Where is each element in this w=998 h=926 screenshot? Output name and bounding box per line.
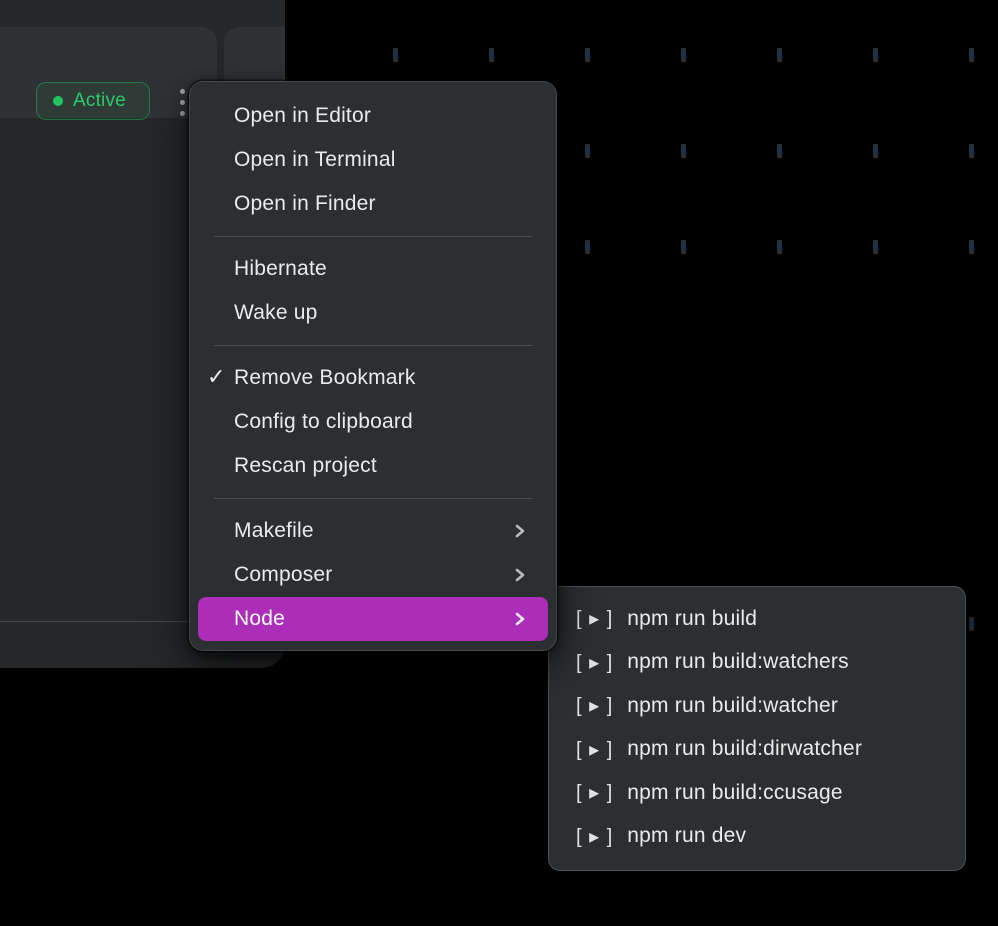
run-script-icon: [ ▸ ] — [576, 695, 614, 718]
canvas-dash-icon — [585, 240, 590, 254]
menu-item-label: Config to clipboard — [234, 410, 413, 433]
canvas-dash-icon — [873, 240, 878, 254]
canvas-dash-icon — [969, 240, 974, 254]
menu-item-remove-bookmark[interactable]: ✓ Remove Bookmark — [198, 356, 548, 400]
menu-item-hibernate[interactable]: Hibernate — [198, 247, 548, 291]
menu-item-label: Open in Terminal — [234, 148, 396, 171]
submenu-item-label: npm run build — [627, 606, 758, 630]
kebab-icon — [179, 88, 185, 94]
menu-item-label: Makefile — [234, 519, 314, 542]
menu-item-rescan-project[interactable]: Rescan project — [198, 444, 548, 488]
canvas-dash-icon — [777, 144, 782, 158]
submenu-item-npm-run-build[interactable]: [ ▸ ] npm run build — [557, 597, 957, 641]
canvas-dash-icon — [969, 144, 974, 158]
menu-separator — [214, 236, 532, 237]
status-dot-icon — [53, 96, 63, 106]
canvas-dash-icon — [873, 144, 878, 158]
canvas-dash-icon — [489, 48, 494, 62]
panel-divider — [0, 621, 285, 622]
canvas-dash-icon — [969, 617, 974, 631]
submenu-item-npm-run-build-dirwatcher[interactable]: [ ▸ ] npm run build:dirwatcher — [557, 728, 957, 772]
menu-item-open-in-terminal[interactable]: Open in Terminal — [198, 138, 548, 182]
run-script-icon: [ ▸ ] — [576, 651, 614, 674]
check-icon: ✓ — [207, 363, 226, 389]
status-badge-label: Active — [73, 90, 126, 111]
menu-item-label: Hibernate — [234, 257, 327, 280]
node-submenu: [ ▸ ] npm run build [ ▸ ] npm run build:… — [548, 586, 966, 871]
canvas-dash-icon — [681, 48, 686, 62]
submenu-item-label: npm run dev — [627, 824, 747, 848]
submenu-item-label: npm run build:watchers — [627, 650, 849, 674]
chevron-right-icon — [515, 524, 525, 538]
menu-item-wake-up[interactable]: Wake up — [198, 291, 548, 335]
canvas-dash-icon — [681, 240, 686, 254]
menu-item-label: Composer — [234, 563, 333, 586]
submenu-item-npm-run-dev[interactable]: [ ▸ ] npm run dev — [557, 815, 957, 859]
menu-item-label: Wake up — [234, 301, 318, 324]
menu-item-node[interactable]: Node — [198, 597, 548, 641]
menu-item-open-in-editor[interactable]: Open in Editor — [198, 94, 548, 138]
menu-item-label: Remove Bookmark — [234, 366, 416, 389]
menu-item-label: Rescan project — [234, 454, 377, 477]
canvas-dash-icon — [969, 48, 974, 62]
submenu-item-label: npm run build:ccusage — [627, 780, 843, 804]
canvas-dash-icon — [393, 48, 398, 62]
menu-separator — [214, 498, 532, 499]
card-menu-button[interactable] — [170, 82, 194, 122]
menu-item-label: Open in Finder — [234, 192, 376, 215]
menu-item-makefile[interactable]: Makefile — [198, 509, 548, 553]
canvas-dash-icon — [873, 48, 878, 62]
chevron-right-icon — [515, 612, 525, 626]
menu-item-composer[interactable]: Composer — [198, 553, 548, 597]
canvas-dash-icon — [585, 48, 590, 62]
canvas-dash-icon — [681, 144, 686, 158]
kebab-icon — [179, 110, 185, 116]
run-script-icon: [ ▸ ] — [576, 608, 614, 631]
run-script-icon: [ ▸ ] — [576, 738, 614, 761]
menu-item-label: Node — [234, 607, 286, 630]
canvas-dash-icon — [585, 144, 590, 158]
run-script-icon: [ ▸ ] — [576, 825, 614, 848]
project-card[interactable]: Active — [0, 27, 217, 120]
submenu-item-npm-run-build-watchers[interactable]: [ ▸ ] npm run build:watchers — [557, 641, 957, 685]
submenu-item-npm-run-build-watcher[interactable]: [ ▸ ] npm run build:watcher — [557, 684, 957, 728]
menu-item-config-to-clipboard[interactable]: Config to clipboard — [198, 400, 548, 444]
chevron-right-icon — [515, 568, 525, 582]
run-script-icon: [ ▸ ] — [576, 782, 614, 805]
canvas-dash-icon — [777, 48, 782, 62]
submenu-item-npm-run-build-ccusage[interactable]: [ ▸ ] npm run build:ccusage — [557, 771, 957, 815]
submenu-item-label: npm run build:dirwatcher — [627, 737, 863, 761]
submenu-item-label: npm run build:watcher — [627, 693, 839, 717]
menu-separator — [214, 345, 532, 346]
kebab-icon — [179, 99, 185, 105]
context-menu: Open in Editor Open in Terminal Open in … — [189, 81, 557, 651]
menu-item-label: Open in Editor — [234, 104, 372, 127]
canvas-dash-icon — [777, 240, 782, 254]
menu-item-open-in-finder[interactable]: Open in Finder — [198, 182, 548, 226]
status-badge[interactable]: Active — [36, 82, 150, 120]
